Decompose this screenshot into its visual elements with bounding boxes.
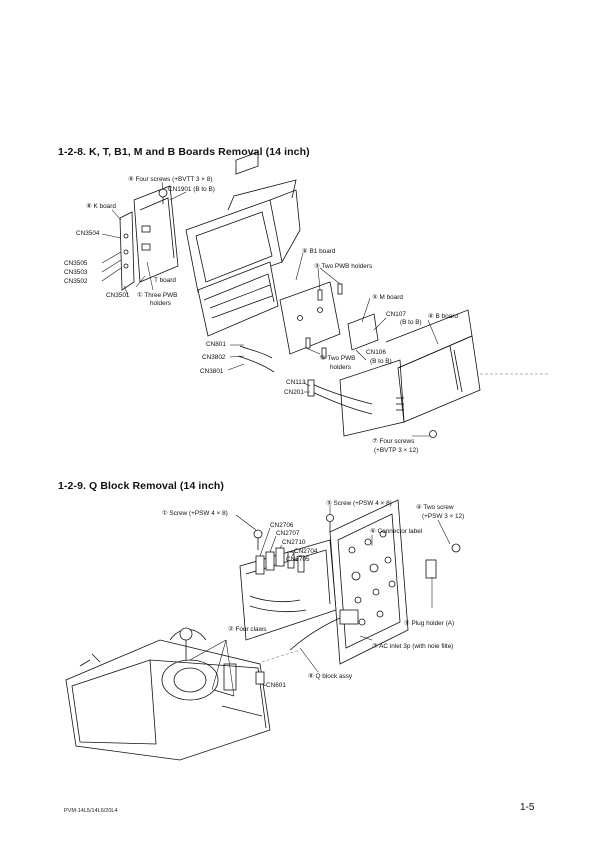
screw-icon [253, 529, 263, 539]
screw-icon [158, 188, 168, 198]
label-b-board: ⑥ B board [428, 313, 458, 320]
label-cn3802: CN3802 [202, 354, 226, 361]
footer-model-number: PVM-14L5/14L6/20L4 [64, 808, 118, 814]
label-three-pwb-holders-2: holders [150, 300, 171, 307]
label-three-pwb-holders: ① Three PWB [137, 292, 178, 299]
page-number: 1-5 [520, 802, 535, 813]
lower-frame-drawing [197, 261, 279, 337]
label-ac-inlet: ⑦ AC inlet 3p (with noie filte) [372, 643, 454, 650]
label-q-block-assy: ⑧ Q block assy [308, 673, 353, 680]
label-four-screws-bvtp: ⑦ Four screws [372, 438, 415, 445]
label-b1-board: ⑥ B1 board [302, 248, 336, 255]
label-cn106: CN106 [366, 349, 386, 356]
label-cn107: CN107 [386, 311, 406, 318]
label-connector-label: ⑥ Connector label [370, 528, 423, 535]
label-cn3504: CN3504 [76, 230, 100, 237]
section-title-boards-removal: 1-2-8. K, T, B1, M and B Boards Removal … [58, 146, 310, 158]
label-two-screw-2: (+PSW 3 × 12) [422, 513, 465, 520]
label-t-board: T board [154, 277, 176, 284]
label-two-pwb-holders-lower: ④ Two PWB [320, 355, 356, 362]
label-k-board: ⑧ K board [86, 203, 116, 210]
label-cn1901: CN1901 (B to B) [168, 186, 215, 193]
screw-icon [451, 543, 461, 553]
label-cn3502: CN3502 [64, 278, 88, 285]
label-cn3505: CN3505 [64, 260, 88, 267]
label-four-claws: ② Four claws [228, 626, 267, 633]
label-two-pwb-holders-top: ③ Two PWB holders [314, 263, 373, 270]
label-cn2705: CN2705 [286, 556, 310, 563]
label-cn2706: CN2706 [270, 522, 294, 529]
label-cn2710: CN2710 [282, 539, 306, 546]
label-plug-holder: ⑤ Plug holder (A) [404, 620, 455, 627]
label-cn3501: CN3501 [106, 292, 130, 299]
label-cn107-b-to-b: (B to B) [400, 319, 422, 326]
label-cn113: CN113 [286, 379, 306, 386]
label-cn3503: CN3503 [64, 269, 88, 276]
screw-icon [429, 430, 437, 438]
k-board-drawing [119, 211, 135, 291]
screw-icon [326, 514, 334, 522]
q-block-exploded-diagram [65, 499, 461, 761]
label-two-pwb-holders-lower-2: holders [330, 364, 351, 371]
label-cn2704: CN2704 [294, 548, 318, 555]
b-board-drawing [397, 335, 481, 423]
chassis-crt-drawing [65, 639, 271, 761]
b1-board-drawing [279, 281, 341, 355]
plug-holder-drawing [425, 559, 437, 579]
label-cn801: CN801 [206, 341, 226, 348]
label-cn2707: CN2707 [276, 530, 300, 537]
label-four-screws-bvtp-2: (+BVTP 3 × 12) [374, 447, 419, 454]
label-cn601: CN601 [266, 682, 286, 689]
label-cn201: CN201 [284, 389, 304, 396]
label-screw-3: ③ Screw (+PSW 4 × 8) [326, 500, 392, 507]
t-board-drawing [133, 185, 179, 283]
label-four-screws-bvtt: ⑨ Four screws (+BVTT 3 × 8) [128, 176, 213, 183]
label-cn3801: CN3801 [200, 368, 224, 375]
boards-exploded-diagram [101, 151, 548, 438]
section-title-q-block-removal: 1-2-9. Q Block Removal (14 inch) [58, 480, 225, 492]
ac-inlet-drawing [339, 609, 359, 625]
label-m-board: ⑤ M board [372, 294, 403, 301]
label-two-screw: ④ Two screw [416, 504, 454, 511]
label-screw-1: ① Screw (+PSW 4 × 8) [162, 510, 228, 517]
m-board-drawing [347, 313, 379, 351]
label-cn106-b-to-b: (B to B) [370, 358, 392, 365]
connector-plate-drawing [329, 499, 409, 665]
